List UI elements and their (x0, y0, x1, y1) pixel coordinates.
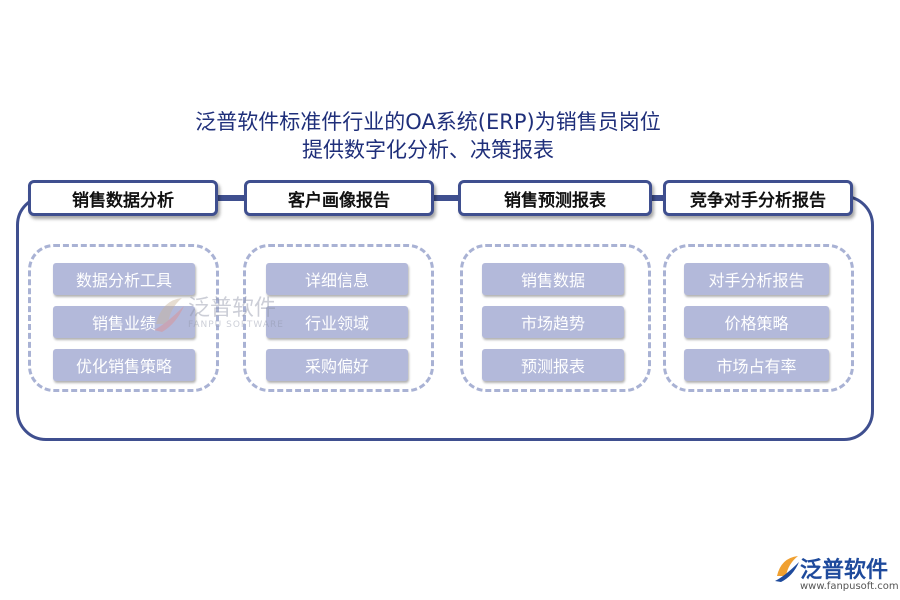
list-item: 市场占有率 (684, 349, 829, 381)
brand-logo-url: www.fanpusoft.com (800, 581, 899, 592)
diagram-title: 泛普软件标准件行业的OA系统(ERP)为销售员岗位 提供数字化分析、决策报表 (0, 108, 856, 164)
list-item: 市场趋势 (482, 306, 624, 338)
title-line-2: 提供数字化分析、决策报表 (302, 138, 554, 162)
brand-logo-text: 泛普软件 (800, 558, 889, 583)
brand-logo-icon (775, 556, 799, 582)
watermark-subtext: FANPU SOFTWARE (188, 320, 284, 330)
list-item: 价格策略 (684, 306, 829, 338)
header-sales-forecast-report: 销售预测报表 (458, 180, 652, 216)
brand-logo: 泛普软件 www.fanpusoft.com (774, 552, 899, 596)
header-sales-data-analysis: 销售数据分析 (28, 180, 218, 216)
watermark-text: 泛普软件 (188, 296, 277, 321)
header-competitor-analysis-report: 竞争对手分析报告 (663, 180, 853, 216)
header-customer-profile-report: 客户画像报告 (244, 180, 434, 216)
list-item: 行业领域 (266, 306, 408, 338)
title-line-1: 泛普软件标准件行业的OA系统(ERP)为销售员岗位 (195, 110, 661, 134)
watermark: 泛普软件 FANPU SOFTWARE (152, 290, 302, 338)
connector-1-2 (215, 198, 247, 201)
group-customer-profile-report: 详细信息 行业领域 采购偏好 (243, 244, 434, 392)
connector-2-3 (431, 198, 461, 201)
list-item: 优化销售策略 (53, 349, 195, 381)
list-item: 采购偏好 (266, 349, 408, 381)
watermark-logo-icon (154, 298, 184, 332)
list-item: 数据分析工具 (53, 263, 195, 295)
connector-3-4 (650, 198, 666, 201)
list-item: 对手分析报告 (684, 263, 829, 295)
list-item: 详细信息 (266, 263, 408, 295)
list-item: 销售业绩 (53, 306, 195, 338)
list-item: 销售数据 (482, 263, 624, 295)
list-item: 预测报表 (482, 349, 624, 381)
group-sales-forecast-report: 销售数据 市场趋势 预测报表 (460, 244, 651, 392)
group-sales-data-analysis: 数据分析工具 销售业绩 优化销售策略 (28, 244, 219, 392)
group-competitor-analysis-report: 对手分析报告 价格策略 市场占有率 (663, 244, 854, 392)
